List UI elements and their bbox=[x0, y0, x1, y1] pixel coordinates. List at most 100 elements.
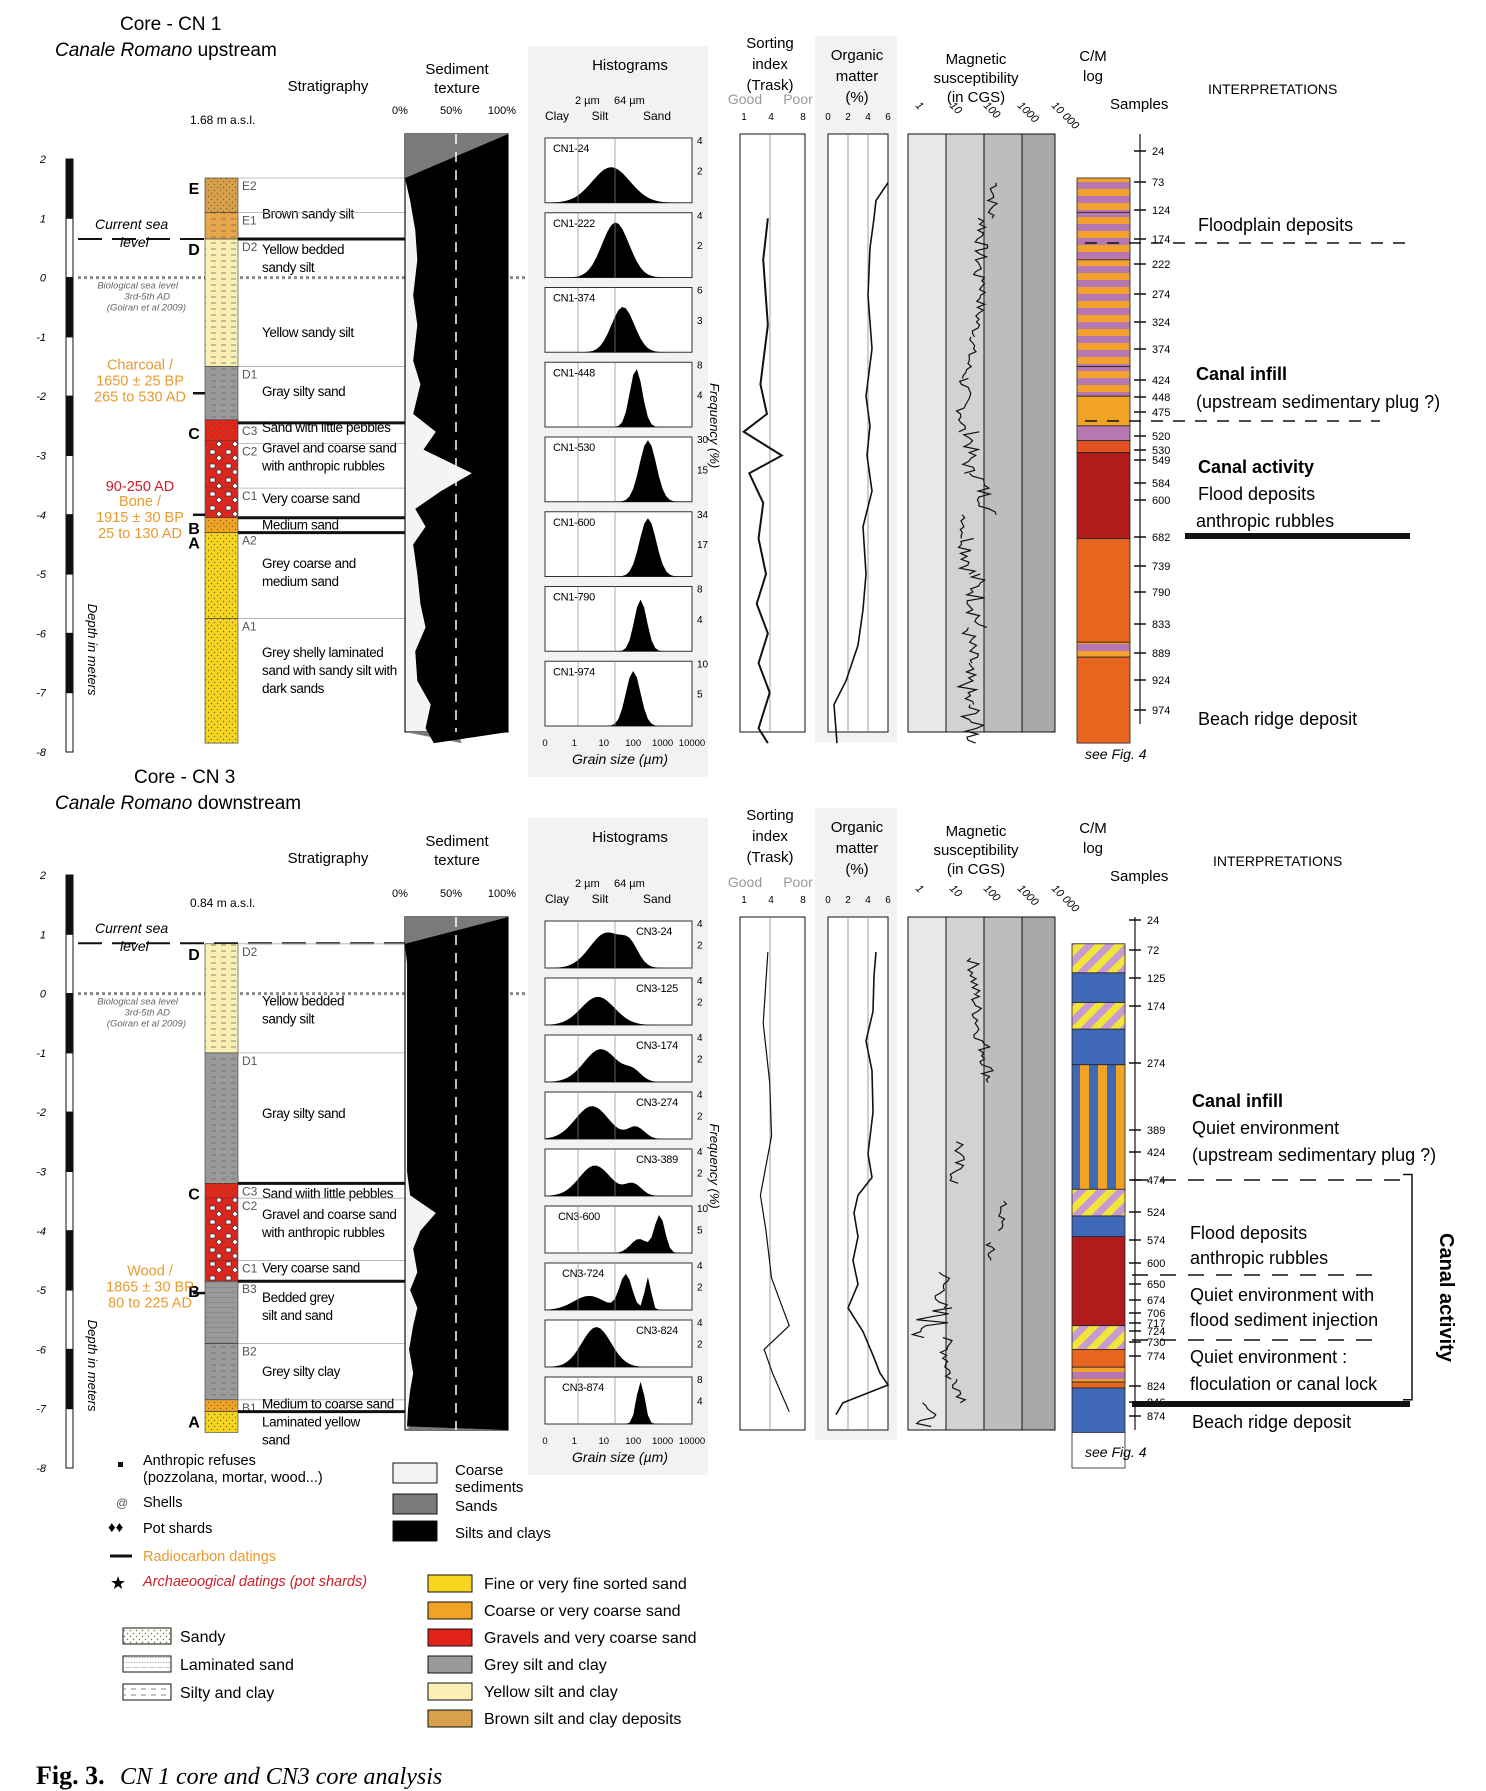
cm-block bbox=[1076, 641, 1131, 658]
cm-block bbox=[1071, 1002, 1126, 1030]
unit-description: Grey silty clay bbox=[262, 1364, 341, 1379]
unit-letter: C bbox=[188, 426, 200, 443]
histogram-curve bbox=[545, 167, 692, 203]
magnetic-band-1 bbox=[907, 916, 947, 1431]
dating-label: 1650 ± 25 BP bbox=[96, 374, 184, 390]
depth-tick-label: -5 bbox=[36, 569, 47, 581]
histogram-class: Clay bbox=[545, 892, 569, 906]
histogram-freq-tick: 30 bbox=[697, 435, 709, 446]
depth-tick-label: -2 bbox=[36, 391, 46, 403]
unit-description: Medium to coarse sand bbox=[262, 1397, 394, 1412]
sorting-curve bbox=[759, 952, 790, 1412]
magnetic-curve bbox=[969, 472, 997, 516]
histogram-top-tick: 64 µm bbox=[614, 878, 645, 890]
subunit-label: D1 bbox=[242, 1054, 258, 1068]
magnetic-band-3 bbox=[983, 133, 1023, 733]
legend-symbol-label: Radiocarbon datings bbox=[143, 1549, 276, 1565]
histogram-curve bbox=[545, 1106, 692, 1139]
legend-color-label: Coarse or very coarse sand bbox=[484, 1603, 681, 1620]
magnetic-curve bbox=[959, 514, 966, 539]
strat-layer-pattern bbox=[205, 419, 238, 441]
unit-letter: A bbox=[188, 1415, 200, 1432]
histogram-sample-label: CN3-389 bbox=[636, 1154, 678, 1166]
core-subtitle: Canale Romano upstream bbox=[55, 40, 277, 61]
grain-size-label: Grain size (µm) bbox=[572, 1449, 668, 1465]
interpretation-text: Floodplain deposits bbox=[1198, 215, 1353, 235]
depth-tick-label: -6 bbox=[36, 1344, 47, 1356]
sample-label: 706 bbox=[1147, 1308, 1165, 1320]
sorting-good: Good bbox=[728, 874, 762, 890]
histogram-x-tick: 10 bbox=[599, 738, 610, 749]
magnetic-band-2 bbox=[945, 133, 985, 733]
histogram-top-tick: 2 µm bbox=[575, 95, 600, 107]
organic-curve bbox=[835, 952, 890, 1416]
cm-header: log bbox=[1083, 68, 1103, 85]
legend-color-swatch bbox=[427, 1682, 473, 1701]
sample-label: 600 bbox=[1147, 1258, 1165, 1270]
histogram-freq-tick: 15 bbox=[697, 465, 709, 476]
depth-tick-label: -6 bbox=[36, 628, 47, 640]
histogram-freq-tick: 4 bbox=[697, 1318, 703, 1329]
unit-description: sandy silt bbox=[262, 260, 315, 275]
stratigraphy-column bbox=[204, 177, 239, 744]
legend-symbol-label: Archaeoogical datings (pot shards) bbox=[142, 1574, 367, 1590]
organic-frame bbox=[827, 916, 889, 1431]
sorting-tick: 4 bbox=[768, 895, 774, 906]
sample-label: 474 bbox=[1147, 1175, 1165, 1187]
depth-tick-label: -3 bbox=[36, 451, 47, 463]
dating-label: Charcoal / bbox=[107, 358, 174, 374]
cm-block bbox=[1076, 366, 1131, 397]
magnetic-curve bbox=[971, 277, 987, 338]
cm-block bbox=[1071, 1188, 1126, 1217]
organic-tick: 2 bbox=[845, 895, 851, 906]
canal-activity-vertical: Canal activity bbox=[1435, 1233, 1457, 1363]
dating-label: 25 to 130 AD bbox=[98, 526, 182, 542]
legend-texture-label: sediments bbox=[455, 1479, 523, 1496]
sample-label: 475 bbox=[1152, 407, 1170, 419]
cm-block bbox=[1071, 1366, 1126, 1383]
legend-lith-label: Laminated sand bbox=[180, 1657, 294, 1674]
interpretation-text: Flood deposits bbox=[1190, 1223, 1307, 1243]
unit-description: Bedded grey bbox=[262, 1290, 335, 1305]
subunit-label: E1 bbox=[242, 213, 257, 227]
sample-label: 674 bbox=[1147, 1295, 1165, 1307]
dating-label: 265 to 530 AD bbox=[94, 390, 186, 406]
depth-bar-segment bbox=[65, 573, 74, 634]
interpretation-text: floculation or canal lock bbox=[1190, 1374, 1378, 1394]
sample-label: 584 bbox=[1152, 478, 1170, 490]
depth-tick-label: 0 bbox=[40, 989, 47, 1001]
unit-description: Gravel and coarse sand bbox=[262, 1207, 397, 1222]
legend-color-label: Grey silt and clay bbox=[484, 1657, 607, 1674]
subunit-label: C2 bbox=[242, 1199, 258, 1213]
legend: Anthropic refuses(pozzolana, mortar, woo… bbox=[108, 1453, 697, 1728]
histogram-freq-tick: 5 bbox=[697, 690, 703, 701]
sample-label: 389 bbox=[1147, 1125, 1165, 1137]
cm-header: log bbox=[1083, 840, 1103, 857]
magnetic-curve bbox=[949, 1141, 965, 1184]
magnetic-tick: 10 000 bbox=[1049, 883, 1082, 916]
histogram-class: Silt bbox=[592, 109, 609, 123]
histogram-freq-tick: 2 bbox=[697, 998, 703, 1009]
legend-coarse-swatch bbox=[392, 1462, 438, 1484]
sample-label: 274 bbox=[1147, 1058, 1165, 1070]
unit-description: Gray silty sand bbox=[262, 1106, 345, 1121]
magnetic-curve bbox=[915, 1402, 937, 1428]
depth-bar-segment bbox=[65, 455, 74, 516]
legend-sand-swatch bbox=[392, 1493, 438, 1515]
organic-curve bbox=[833, 182, 889, 744]
anthropic-refuse-symbol bbox=[118, 1462, 123, 1467]
subunit-label: B2 bbox=[242, 1344, 257, 1358]
histogram-curve bbox=[545, 1273, 692, 1310]
sorting-frame bbox=[739, 916, 806, 1431]
pct-tick: 0% bbox=[392, 888, 408, 900]
interpretation-text: flood sediment injection bbox=[1190, 1310, 1378, 1330]
histogram-freq-tick: 5 bbox=[697, 1226, 703, 1237]
current-sea-label: level bbox=[120, 234, 150, 250]
bio-sea-label: Biological sea level bbox=[97, 281, 179, 292]
histogram-freq-tick: 4 bbox=[697, 1261, 703, 1272]
histogram-curve bbox=[545, 518, 692, 577]
